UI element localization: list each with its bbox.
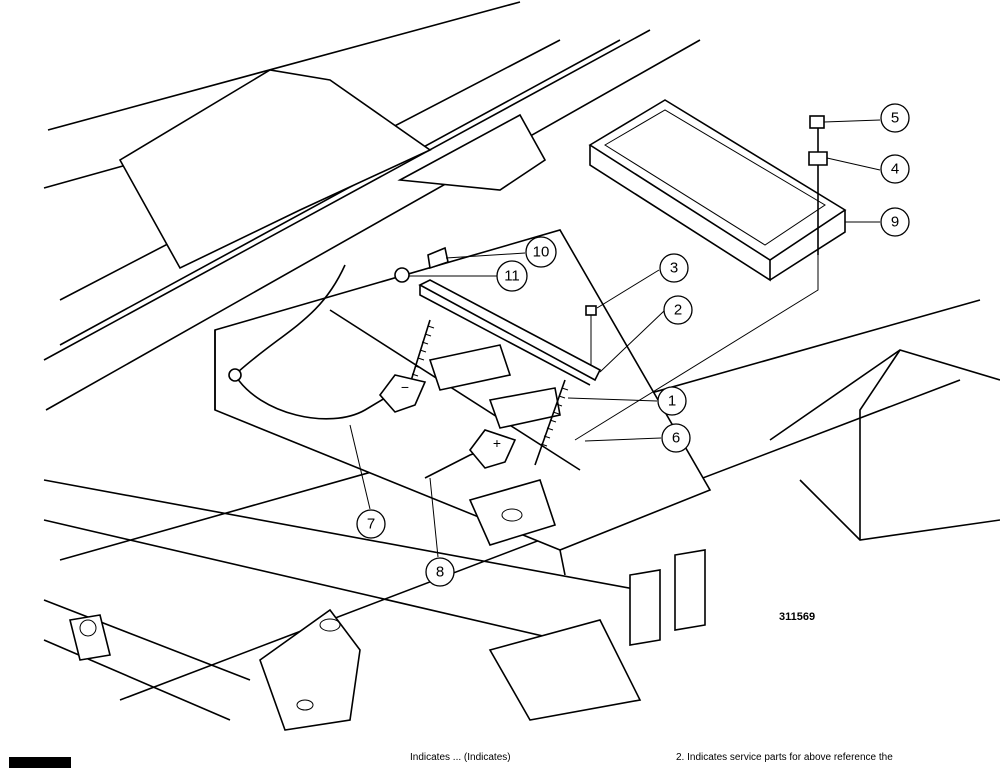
svg-text:1: 1 bbox=[668, 393, 676, 410]
callout-10: 10 bbox=[525, 236, 557, 268]
callout-7: 7 bbox=[356, 509, 386, 539]
clamp-bar bbox=[418, 279, 602, 386]
battery-cables: − + bbox=[228, 264, 517, 479]
positive-terminal-mark: + bbox=[493, 435, 501, 451]
callout-4: 4 bbox=[880, 154, 910, 184]
svg-text:3: 3 bbox=[670, 260, 678, 277]
svg-text:9: 9 bbox=[891, 214, 899, 231]
callout-2: 2 bbox=[663, 295, 693, 325]
svg-text:10: 10 bbox=[533, 244, 550, 261]
callout-5: 5 bbox=[880, 103, 910, 133]
callout-8: 8 bbox=[425, 557, 455, 587]
callout-1: 1 bbox=[657, 386, 687, 416]
figure-number: 311569 bbox=[779, 611, 816, 623]
leader-lines bbox=[349, 119, 881, 558]
svg-text:6: 6 bbox=[672, 430, 680, 447]
callout-11: 11 bbox=[496, 260, 528, 292]
battery-cover bbox=[588, 99, 847, 282]
svg-text:11: 11 bbox=[504, 268, 520, 285]
svg-text:5: 5 bbox=[891, 110, 899, 127]
footer-caption-right: 2. Indicates service parts for above ref… bbox=[676, 752, 893, 763]
callout-6: 6 bbox=[661, 423, 691, 453]
footer-caption-left: Indicates ... (Indicates) bbox=[410, 752, 511, 763]
callout-3: 3 bbox=[659, 253, 689, 283]
svg-text:7: 7 bbox=[367, 516, 375, 533]
svg-text:2: 2 bbox=[674, 302, 682, 319]
fasteners bbox=[394, 115, 828, 365]
negative-terminal-mark: − bbox=[401, 379, 409, 395]
callout-9: 9 bbox=[880, 207, 910, 237]
chassis-frame bbox=[43, 1, 1000, 731]
threaded-rods bbox=[404, 319, 569, 466]
svg-text:8: 8 bbox=[436, 564, 444, 581]
svg-text:4: 4 bbox=[891, 161, 899, 178]
footer-rule bbox=[9, 757, 71, 768]
